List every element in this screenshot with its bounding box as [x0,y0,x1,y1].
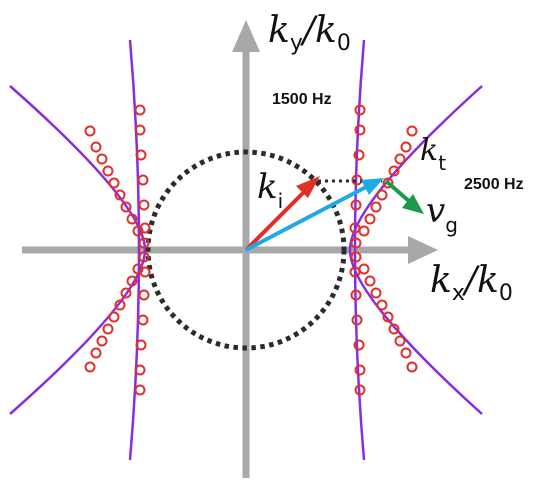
outer-hyperbola-left [9,85,147,415]
cyan-arrow [361,178,384,195]
measured-point [350,251,362,263]
measured-point [351,314,363,326]
measured-point [134,124,146,136]
y-axis-arrowhead [232,20,260,52]
svg-text:kx/k0: kx/k0 [430,260,513,306]
svg-text:ky/k0: ky/k0 [268,10,351,56]
measured-point [126,213,138,225]
measured-point [354,364,366,376]
measured-point [102,165,114,177]
measured-point [84,361,96,373]
measured-point [400,141,412,153]
red-arrow [296,176,320,198]
measured-point [84,125,96,137]
measured-point [102,323,114,335]
measured-point [388,165,400,177]
measured-point [349,222,361,234]
axes [22,20,438,478]
vg-label: vg [426,191,458,237]
measured-point [114,189,126,201]
measured-point [138,251,150,263]
measured-point [354,104,366,116]
measured-point [354,384,366,396]
measured-point [376,299,388,311]
isofrequency-circle [145,149,347,351]
measured-point [370,287,382,299]
measured-point [388,323,400,335]
kt-vector [245,184,369,252]
measured-point [382,177,394,189]
measured-point [358,225,370,237]
svg-text:kt: kt [420,133,446,175]
measured-point [394,335,406,347]
vectors [244,176,424,252]
measured-point [370,201,382,213]
inner-hyperbola-right [353,39,366,461]
measured-point [406,125,418,137]
measured-point [90,347,102,359]
measured-point [354,124,366,136]
measured-point [138,289,150,301]
measured-point [400,347,412,359]
measured-point [134,364,146,376]
measured-point [350,289,362,301]
ki-vector [244,188,308,252]
ki-label: ki [257,167,283,213]
svg-text:ki: ki [257,167,283,213]
measured-point [350,199,362,211]
measured-point [96,335,108,347]
measured-point [90,141,102,153]
measured-point [138,237,150,249]
green-arrow [402,194,424,214]
frequency-label-1500: 1500 Hz [272,91,332,108]
measured-points [84,104,418,396]
measured-point [137,314,149,326]
measured-point [382,311,394,323]
outer-hyperbola-right [348,85,483,415]
svg-text:vg: vg [426,191,458,237]
measured-point [353,149,365,161]
measured-point [114,299,126,311]
measured-point [350,237,362,249]
measured-point [406,361,418,373]
measured-point [135,339,147,351]
measured-point [120,287,132,299]
measured-point [364,275,376,287]
measured-point [108,311,120,323]
measured-point [135,149,147,161]
measured-point [126,275,138,287]
x-axis-arrowhead [408,236,438,264]
measured-point [376,189,388,201]
ky-axis-label: ky/k0 [268,10,351,56]
measured-point [394,153,406,165]
measured-point [349,266,361,278]
kt-label: kt [420,133,446,175]
measured-point [364,213,376,225]
frequency-label-2500: 2500 Hz [464,176,524,193]
measured-point [96,153,108,165]
measured-point [134,384,146,396]
hyperbola-curves [9,39,483,461]
measured-point [353,339,365,351]
measured-point [134,104,146,116]
inner-hyperbola-left [128,39,141,461]
measured-point [108,177,120,189]
measured-point [139,266,151,278]
measured-point [137,174,149,186]
measured-point [139,222,151,234]
measured-point [138,199,150,211]
measured-point [358,263,370,275]
vg-vector [384,179,412,204]
measured-point [120,201,132,213]
kx-axis-label: kx/k0 [430,260,513,306]
